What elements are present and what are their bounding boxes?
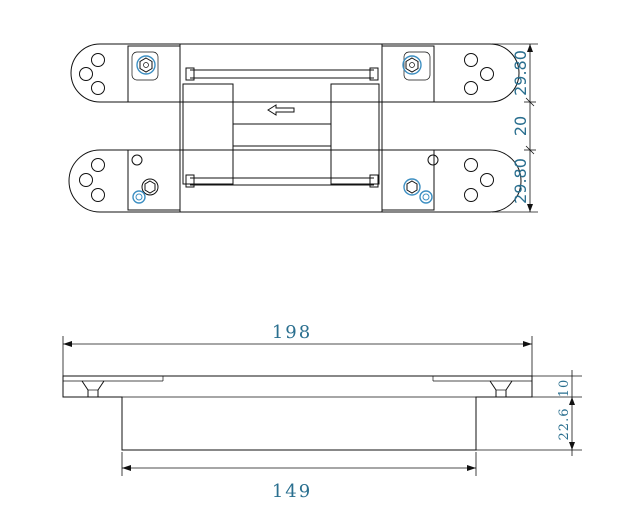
- overall-length-dimension-line: [62, 336, 533, 378]
- direction-arrow-icon: [267, 104, 295, 116]
- body-length-label: 149: [272, 481, 312, 502]
- lower-right-screw-icon: [403, 178, 433, 204]
- overall-length-label: 198: [272, 322, 312, 343]
- lower-left-screw-icon: [132, 178, 159, 204]
- upper-left-screw-icon: [136, 55, 156, 75]
- body-depth-label: 22.6: [557, 408, 572, 441]
- upper-right-screw-icon: [402, 55, 422, 75]
- side-view: 198 149: [62, 322, 582, 502]
- top-view-dimensions: [492, 43, 538, 213]
- upper-leaf: [70, 43, 520, 103]
- top-view: 29.80 20 29.80: [68, 43, 538, 213]
- adjustment-screws: [132, 55, 433, 204]
- plate-thickness-label: 10: [557, 379, 572, 398]
- lower-leaf-dimension: 29.80: [511, 158, 530, 204]
- mounting-plate: [62, 375, 533, 451]
- body-length-dimension-line: [121, 452, 477, 476]
- upper-leaf-dimension: 29.80: [511, 50, 530, 96]
- hinge-link-body: [179, 43, 383, 213]
- gap-dimension: 20: [511, 116, 530, 136]
- depth-dimension-lines: [476, 370, 582, 456]
